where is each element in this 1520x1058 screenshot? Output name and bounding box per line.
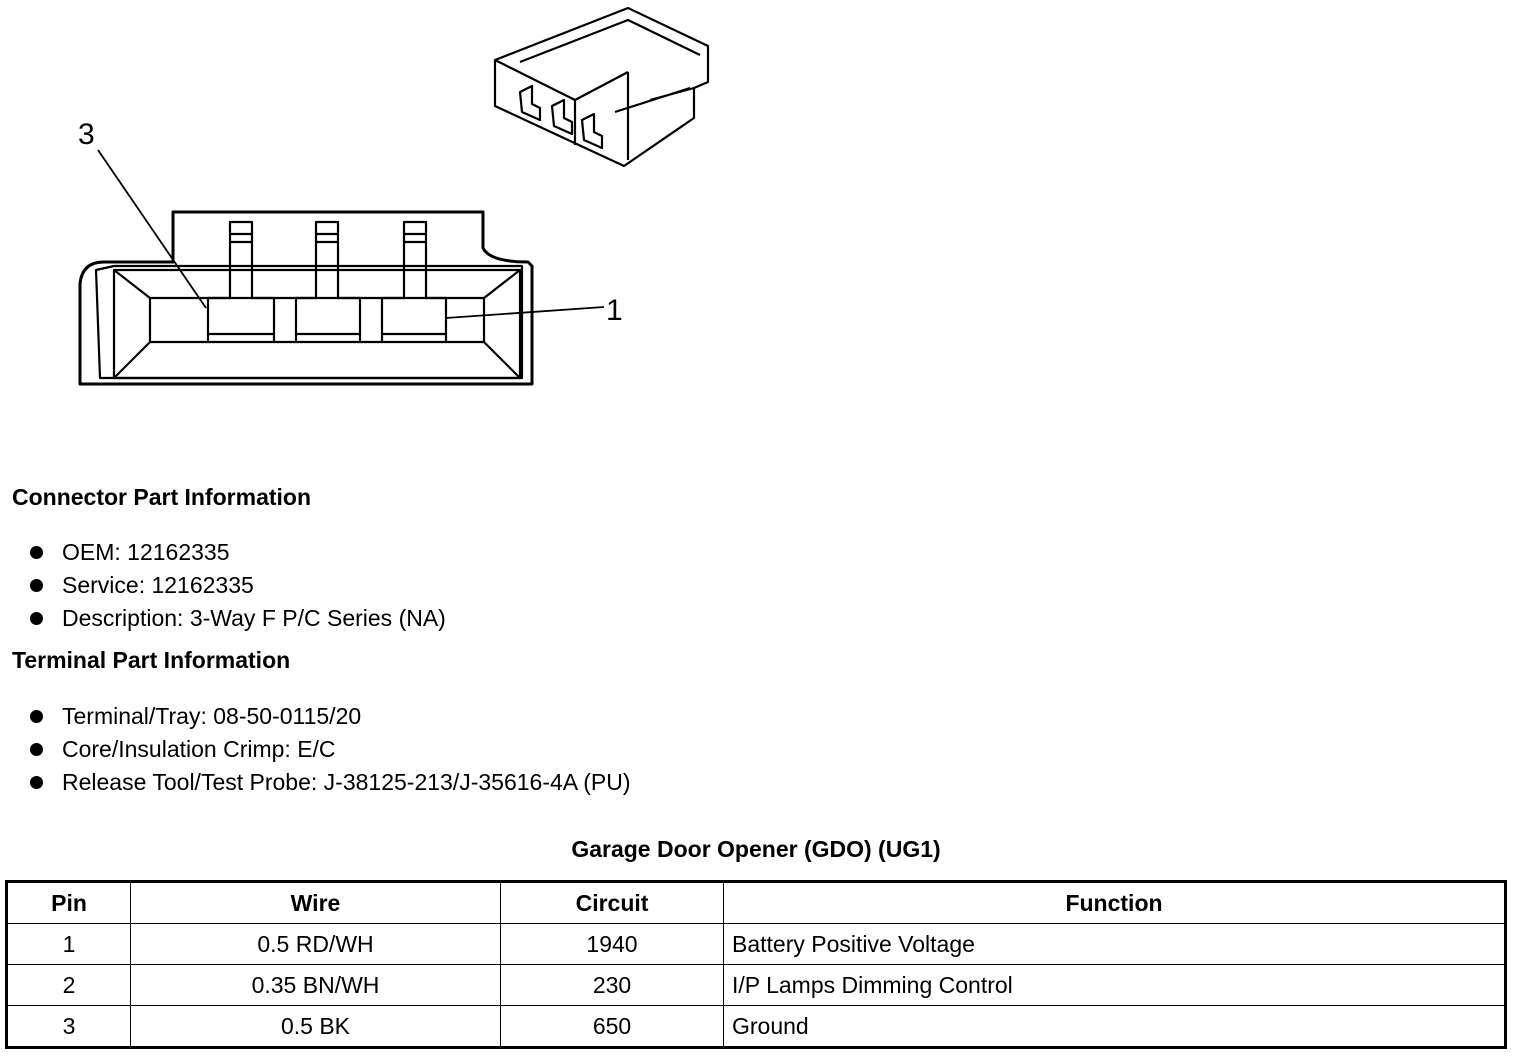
- table-row: 3 0.5 BK 650 Ground: [6, 1005, 1506, 1048]
- bullet-icon: [30, 579, 43, 592]
- circuit-cell: 650: [500, 1005, 724, 1048]
- bullet-icon: [30, 546, 43, 559]
- wire-cell: 0.35 BN/WH: [130, 964, 501, 1006]
- connector-part-info-list: OEM: 12162335 Service: 12162335 Descript…: [30, 536, 446, 635]
- bullet-icon: [30, 612, 43, 625]
- list-item: Core/Insulation Crimp: E/C: [30, 733, 631, 766]
- connector-part-info-heading: Connector Part Information: [12, 484, 312, 510]
- circuit-cell: 230: [500, 964, 724, 1006]
- connector-isometric-view: [493, 6, 710, 168]
- callout-pin-3: 3: [78, 118, 95, 151]
- pin-cell: 2: [6, 964, 131, 1006]
- column-header-pin: Pin: [6, 881, 131, 924]
- wire-cell: 0.5 RD/WH: [130, 923, 501, 965]
- function-cell: I/P Lamps Dimming Control: [723, 964, 1506, 1006]
- list-item: Service: 12162335: [30, 569, 446, 602]
- pin-table: Pin Wire Circuit Function 1 0.5 RD/WH 19…: [5, 880, 1507, 1049]
- wire-cell: 0.5 BK: [130, 1005, 501, 1048]
- function-cell: Battery Positive Voltage: [723, 923, 1506, 965]
- column-header-wire: Wire: [130, 881, 501, 924]
- bullet-icon: [30, 710, 43, 723]
- callout-pin-1: 1: [606, 294, 623, 327]
- list-item: Description: 3-Way F P/C Series (NA): [30, 602, 446, 635]
- terminal-part-info-heading: Terminal Part Information: [12, 647, 291, 673]
- pin-cell: 3: [6, 1005, 131, 1048]
- column-header-function: Function: [723, 881, 1506, 924]
- terminal-part-info-list: Terminal/Tray: 08-50-0115/20 Core/Insula…: [30, 700, 631, 799]
- bullet-icon: [30, 776, 43, 789]
- connector-diagram: 3 1: [78, 6, 710, 386]
- table-row: 1 0.5 RD/WH 1940 Battery Positive Voltag…: [6, 923, 1506, 965]
- pin-cell: 1: [6, 923, 131, 965]
- table-header-row: Pin Wire Circuit Function: [6, 881, 1506, 924]
- column-header-circuit: Circuit: [500, 881, 724, 924]
- pin-table-title: Garage Door Opener (GDO) (UG1): [571, 836, 941, 862]
- connector-front-view: [78, 149, 605, 386]
- list-item: OEM: 12162335: [30, 536, 446, 569]
- function-cell: Ground: [723, 1005, 1506, 1048]
- circuit-cell: 1940: [500, 923, 724, 965]
- list-item: Release Tool/Test Probe: J-38125-213/J-3…: [30, 766, 631, 799]
- list-item: Terminal/Tray: 08-50-0115/20: [30, 700, 631, 733]
- bullet-icon: [30, 743, 43, 756]
- table-row: 2 0.35 BN/WH 230 I/P Lamps Dimming Contr…: [6, 964, 1506, 1006]
